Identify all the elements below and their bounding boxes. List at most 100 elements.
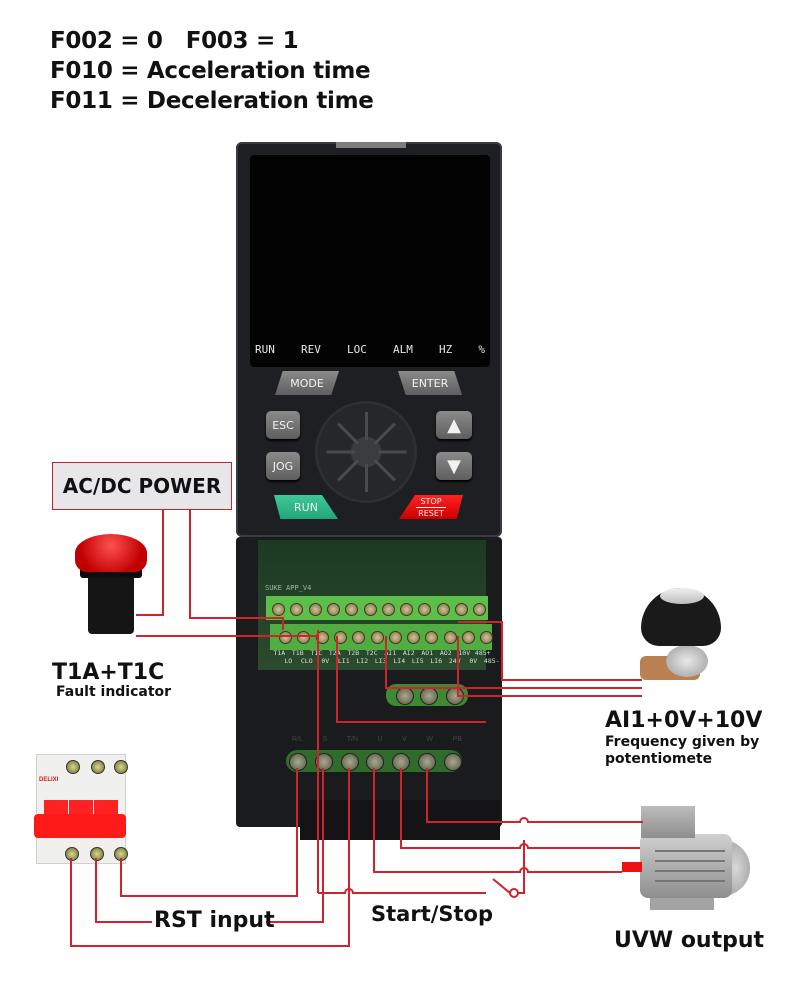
control-screw (272, 603, 285, 616)
breaker-screw (66, 760, 80, 774)
terminal-label: AI2 (402, 649, 415, 657)
stop-label: STOP (420, 496, 442, 506)
param-line-f002-f003: F002 = 0 F003 = 1 (50, 28, 299, 54)
ac-dc-power-label: AC/DC POWER (52, 462, 232, 510)
indicator-loc: LOC (347, 343, 367, 356)
down-arrow-key[interactable]: ▼ (436, 452, 472, 480)
wire-start-stop (318, 888, 486, 894)
mode-key[interactable]: MODE (275, 371, 339, 395)
wire-w-output (426, 768, 643, 823)
breaker-brand: DELIXI (39, 777, 59, 783)
wire-v-output (400, 768, 640, 849)
terminal-label: LI5 (411, 657, 424, 665)
wire-power-t1a (189, 508, 284, 630)
fault-indicator-title: T1A+T1C (52, 660, 165, 685)
breaker-toggle-bar[interactable] (34, 814, 126, 838)
control-screw (418, 603, 432, 616)
control-screw (279, 631, 292, 644)
terminal-label: LI1 (337, 657, 350, 665)
motor-body (640, 834, 732, 898)
param-line-f010: F010 = Acceleration time (50, 58, 371, 84)
power-terminal-label: R/L (292, 736, 303, 743)
control-screw (473, 603, 487, 616)
stop-divider (416, 506, 446, 508)
potentiometer-subtitle-2: potentiomete (605, 751, 713, 767)
control-screw (480, 631, 494, 644)
housing-notch (336, 142, 406, 148)
indicator-hz: HZ (439, 343, 453, 356)
switch-contact (509, 888, 519, 898)
control-screw (363, 603, 377, 616)
control-screw (381, 603, 395, 616)
terminal-label: 0V (321, 657, 330, 665)
fault-lamp-body (88, 570, 134, 634)
lcd-screen (250, 155, 490, 367)
power-screw (366, 753, 385, 771)
power-terminal-label: T/N (346, 736, 358, 743)
terminal-label: 10V (458, 649, 471, 657)
motor-terminal-box (641, 806, 695, 838)
control-screw (308, 603, 322, 616)
motor-fin (655, 850, 725, 852)
terminal-label: T2C (365, 649, 378, 657)
potentiometer-subtitle-1: Frequency given by (605, 734, 760, 750)
terminal-label: T1A (273, 649, 286, 657)
terminal-label: AO1 (421, 649, 434, 657)
up-arrow-key[interactable]: ▲ (436, 411, 472, 439)
power-terminal-label: S (322, 736, 328, 743)
control-screw (297, 631, 311, 644)
power-terminal-labels: R/L S T/N U V W PB (292, 736, 462, 743)
esc-key[interactable]: ESC (266, 411, 300, 439)
control-screw (290, 603, 304, 616)
motor-fin (655, 870, 725, 872)
wire-10v-pot (458, 621, 642, 681)
control-screw (443, 631, 457, 644)
power-terminal-label: W (426, 736, 434, 743)
indicator-run: RUN (255, 343, 275, 356)
status-indicators: RUN REV LOC ALM HZ % (255, 343, 485, 356)
power-terminal-label: V (402, 736, 407, 743)
power-screw (443, 753, 462, 771)
power-terminal-label: PB (452, 736, 462, 743)
start-stop-label: Start/Stop (371, 902, 494, 926)
fault-lamp-cap (75, 534, 147, 572)
parameter-notes: F002 = 0 F003 = 1 F010 = Acceleration ti… (50, 26, 374, 116)
motor-fin (655, 880, 725, 882)
reset-label: RESET (418, 508, 444, 518)
control-screw (400, 603, 414, 616)
terminal-label: AO2 (439, 649, 452, 657)
terminal-label: CLO (300, 657, 313, 665)
wire-s-input (266, 768, 324, 923)
control-screw (370, 631, 384, 644)
terminal-label: 485- (483, 657, 500, 665)
wire-power-lamp (136, 508, 164, 616)
terminal-label: LI2 (356, 657, 369, 665)
control-screw (407, 631, 421, 644)
wire-start-stop-right (518, 840, 525, 894)
indicator-percent: % (478, 343, 485, 356)
control-screw (425, 631, 439, 644)
switch-lever (492, 878, 511, 894)
wire-t-input (70, 768, 350, 947)
pcb-label: SUKE APP_V4 (265, 584, 312, 592)
wire-u-output (373, 768, 622, 873)
terminal-label: AI1 (384, 649, 397, 657)
enter-key[interactable]: ENTER (398, 371, 462, 395)
uvw-output-label: UVW output (614, 928, 765, 953)
fault-indicator-subtitle: Fault indicator (56, 684, 172, 700)
jog-key[interactable]: JOG (266, 452, 300, 480)
indicator-rev: REV (301, 343, 321, 356)
jog-dial-knob[interactable] (318, 404, 414, 500)
wire-0v-pot (457, 636, 642, 697)
up-arrow-icon: ▲ (447, 414, 461, 436)
potentiometer-can (666, 645, 708, 677)
control-terminal-labels-bottom: LO CLO 0V LI1 LI2 LI3 LI4 LI5 LI6 24V 0V… (279, 657, 501, 665)
breaker-screw (114, 760, 128, 774)
terminal-label: T2A (328, 649, 341, 657)
breaker-screw (91, 760, 105, 774)
control-screw (462, 631, 475, 644)
terminal-label: T2B (347, 649, 360, 657)
control-terminal-labels-top: T1A T1B T1C T2A T2B T2C AI1 AI2 AO1 AO2 … (270, 649, 492, 657)
knob-rib (365, 412, 368, 440)
